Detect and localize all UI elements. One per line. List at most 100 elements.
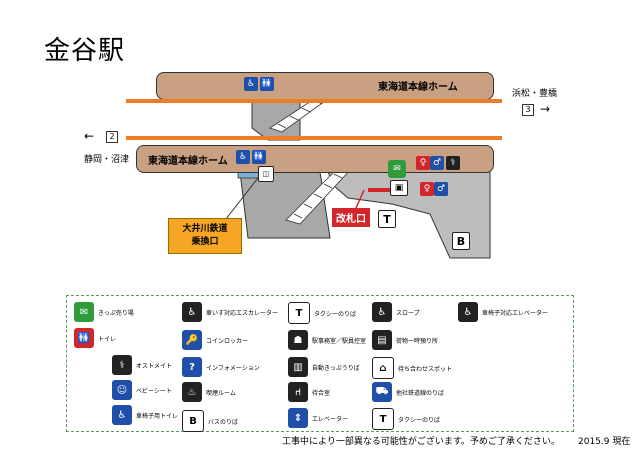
- track-2-line: [126, 136, 502, 140]
- other-railway-icon: ⛟: [372, 382, 392, 402]
- legend-item-label: コインロッカー: [206, 337, 249, 345]
- legend-item: B バスのりば: [182, 410, 238, 432]
- legend-item: ♨ 喫煙ルーム: [182, 382, 236, 402]
- east-building: [327, 171, 491, 259]
- lower-platform-label: 東海道本線ホーム: [148, 156, 228, 167]
- ticket-gate-icon: ▥: [288, 357, 308, 377]
- track-3-number: 3: [522, 104, 534, 116]
- transfer-line2: 乗換口: [191, 237, 219, 247]
- upper-accessible-toilet-icon: ♿: [244, 77, 258, 91]
- legend-item-label: タクシーのりば: [314, 310, 357, 318]
- taxi-icon-2: T: [372, 408, 394, 430]
- legend-item: 🔑 コインロッカー: [182, 330, 248, 350]
- legend-item-label: ベビーシート: [136, 387, 172, 395]
- legend-item: ⛟ 他社鉄道線のりば: [372, 382, 444, 402]
- baby-seat-icon: ☺: [112, 380, 132, 400]
- legend-item-label: 喫煙ルーム: [206, 389, 236, 397]
- lower-accessible-toilet-icon: ♿: [236, 150, 250, 164]
- information-icon: ?: [182, 357, 202, 377]
- notice-text: 工事中により一部異なる可能性がございます。予めご了承ください。: [282, 437, 560, 447]
- map-bus-icon: B: [452, 232, 470, 250]
- legend-item-label: エレベーター: [312, 415, 349, 423]
- concourse-toilet-men-icon: ♂: [430, 156, 444, 170]
- bus-icon: B: [182, 410, 204, 432]
- track-3-direction: 浜松・豊橋: [512, 89, 558, 99]
- upper-platform-label: 東海道本線ホーム: [378, 82, 458, 93]
- legend-item-label: きっぷ売り場: [98, 309, 134, 317]
- ticket-gate-label: 改札口: [332, 208, 370, 227]
- gate-pointer: [355, 189, 365, 209]
- legend-item-label: 自動きっぷうりば: [312, 364, 360, 372]
- transfer-line1: 大井川鉄道: [182, 224, 228, 234]
- legend-item: ⑁ 待合室: [288, 382, 330, 402]
- concourse-ostomate-icon: ⚕: [446, 156, 460, 170]
- track-3-line: [126, 99, 502, 103]
- legend-item-label: トイレ: [98, 335, 117, 343]
- legend-item: ? インフォメーション: [182, 357, 260, 377]
- baggage-icon: ▤: [372, 330, 392, 350]
- concourse-toilet-women-2-icon: ♀: [420, 182, 434, 196]
- legend-item-label: 車椅子対応エレベーター: [482, 309, 549, 317]
- lower-toilet-icon: 🚻: [252, 150, 266, 164]
- ticket-office-map-icon: ▣: [390, 180, 408, 196]
- upper-toilet-icon: 🚻: [260, 77, 274, 91]
- legend-item-label: 待ち合わせスポット: [398, 365, 453, 373]
- legend-item: ▤ 荷物一時預り所: [372, 330, 438, 350]
- legend-item: ▥ 自動きっぷうりば: [288, 357, 360, 377]
- ticket-machine-map-icon: ✉: [388, 160, 406, 178]
- map-title: 金谷駅: [44, 36, 126, 66]
- legend-item: ☗ 駅事務室／駅員控室: [288, 330, 366, 350]
- coin-locker-icon: 🔑: [182, 330, 202, 350]
- ostomate-icon: ⚕: [112, 355, 132, 375]
- waiting-room-icon: ⑁: [288, 382, 308, 402]
- track-3-arrow-icon: →: [540, 102, 551, 116]
- gate-marker: [368, 188, 398, 192]
- elevator-icon: ⇕: [288, 408, 308, 428]
- lower-elevator-icon: ◫: [258, 166, 274, 182]
- taxi-icon: T: [288, 302, 310, 324]
- track-2-direction: 静岡・沼津: [84, 155, 130, 165]
- smoking-room-icon: ♨: [182, 382, 202, 402]
- transfer-pointer: [221, 177, 259, 225]
- legend-item-label: 他社鉄道線のりば: [396, 389, 445, 397]
- upper-platform: [156, 72, 494, 100]
- legend-item-label: 待合室: [312, 389, 331, 397]
- legend-item-label: インフォメーション: [206, 364, 260, 372]
- legend-item: ♿ 車いす対応エスカレーター: [182, 302, 278, 322]
- map-taxi-icon: T: [378, 210, 396, 228]
- legend-item-label: スロープ: [396, 309, 420, 317]
- legend-item: ♿ 車椅子対応エレベーター: [458, 302, 548, 322]
- legend-item: T タクシーのりば: [288, 302, 356, 324]
- meeting-spot-icon: ⌂: [372, 357, 394, 379]
- station-office-icon: ☗: [288, 330, 308, 350]
- legend-item: ✉ きっぷ売り場: [74, 302, 134, 322]
- legend-item-label: 駅事務室／駅員控室: [312, 337, 367, 345]
- toilet-icon: 🚻: [74, 328, 94, 348]
- legend-item: ⌂ 待ち合わせスポット: [372, 357, 452, 379]
- legend-item-label: タクシーのりば: [398, 416, 441, 424]
- legend-item: T タクシーのりば: [372, 408, 440, 430]
- legend-item-label: 車いす対応エスカレーター: [206, 309, 279, 317]
- wheelchair-elevator-icon: ♿: [458, 302, 478, 322]
- legend-item-label: オストメイト: [136, 362, 173, 370]
- legend-item: ⇕ エレベーター: [288, 408, 348, 428]
- edition-date: 2015.9 現在: [578, 437, 631, 447]
- legend-item-label: 荷物一時預り所: [396, 337, 439, 345]
- wheelchair-escalator-icon: ♿: [182, 302, 202, 322]
- ticket-machine-icon: ✉: [74, 302, 94, 322]
- station-structure: [221, 77, 491, 259]
- track-2-arrow-icon: ←: [84, 129, 95, 143]
- concourse-toilet-men-2-icon: ♂: [434, 182, 448, 196]
- oigawa-transfer-box: 大井川鉄道 乗換口: [168, 218, 242, 254]
- legend-panel: [66, 295, 574, 432]
- accessible-toilet-icon: ♿: [112, 405, 132, 425]
- legend-item: ⚕ オストメイト: [112, 355, 172, 375]
- concourse-toilet-women-icon: ♀: [416, 156, 430, 170]
- legend-item: 🚻 トイレ: [74, 328, 116, 348]
- legend-item-label: 車椅子用トイレ: [136, 412, 179, 420]
- slope-icon: ♿: [372, 302, 392, 322]
- track-2-number: 2: [106, 131, 118, 143]
- legend-item-label: バスのりば: [208, 418, 239, 426]
- legend-item: ♿ 車椅子用トイレ: [112, 405, 178, 425]
- legend-item: ♿ スロープ: [372, 302, 420, 322]
